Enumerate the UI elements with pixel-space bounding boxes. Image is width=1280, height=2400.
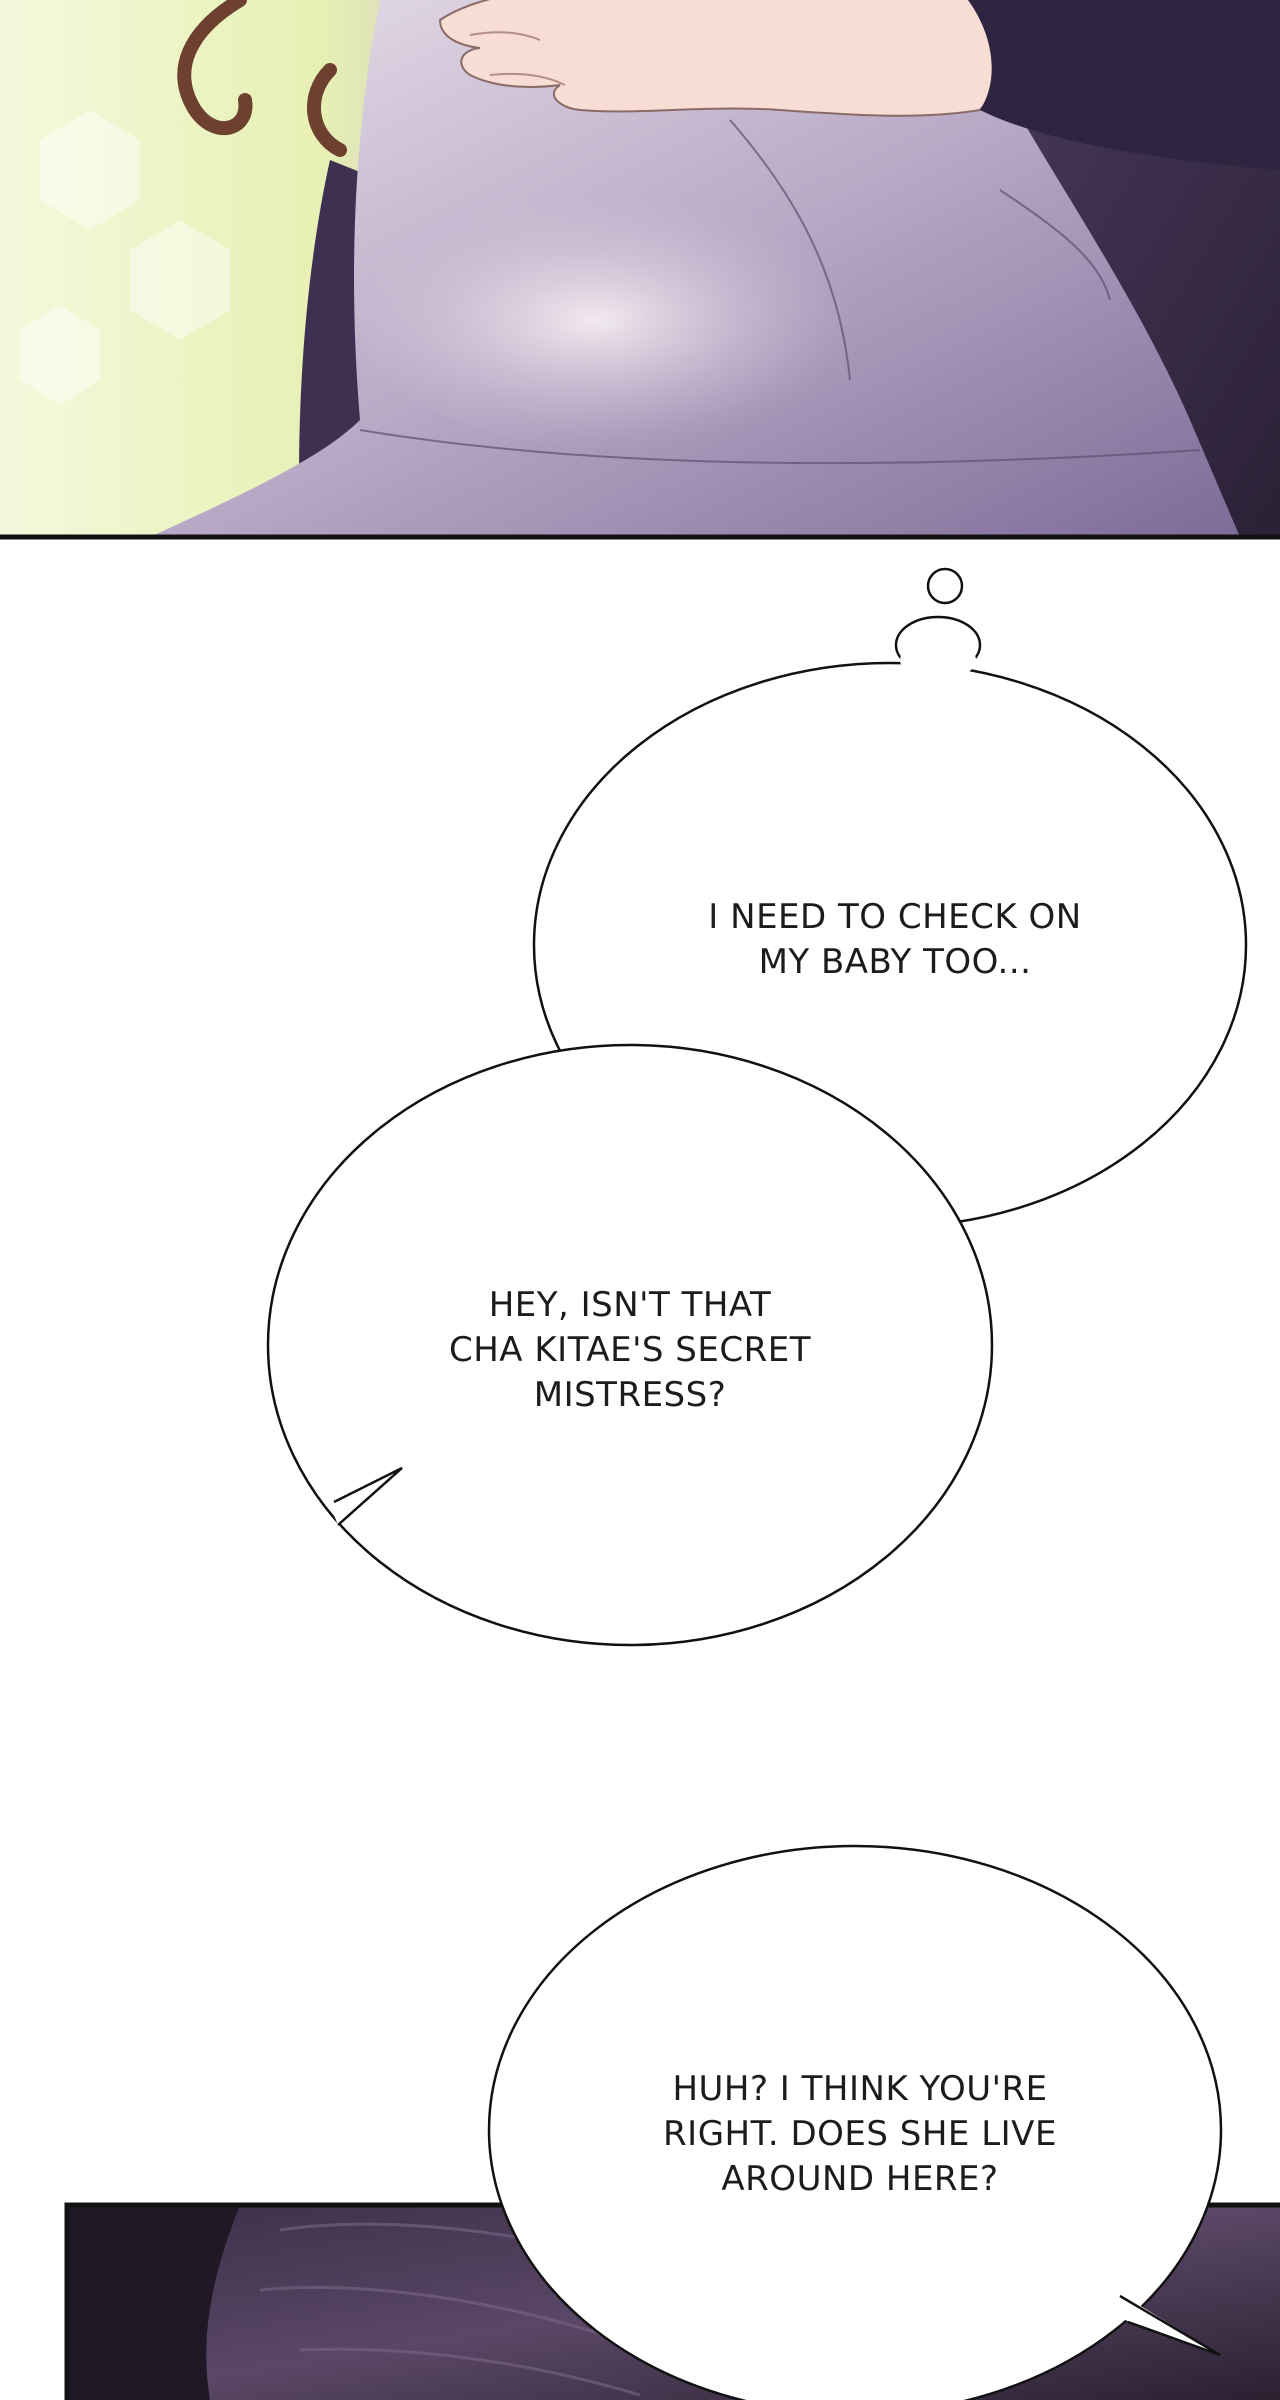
bubble-line: MY BABY TOO... (758, 942, 1032, 982)
bubble-line: I NEED TO CHECK ON (708, 897, 1082, 937)
bubble-line: CHA KITAE'S SECRET (449, 1330, 811, 1370)
bubble-line: HEY, ISN'T THAT (488, 1285, 772, 1325)
thought-bubble-text: I NEED TO CHECK ON MY BABY TOO... (640, 895, 1150, 985)
top-panel-artwork (0, 0, 1280, 537)
bubble-line: RIGHT. DOES SHE LIVE (663, 2114, 1057, 2154)
bubble-line: AROUND HERE? (721, 2159, 999, 2199)
speech-bubble-1 (266, 1043, 994, 1647)
hair-curls (177, 0, 347, 157)
bubble-line: HUH? I THINK YOU'RE (672, 2069, 1048, 2109)
speech-bubble-1-text: HEY, ISN'T THAT CHA KITAE'S SECRET MISTR… (380, 1283, 880, 1418)
speech-bubble-2 (487, 1844, 1223, 2400)
speech-bubble-2-text: HUH? I THINK YOU'RE RIGHT. DOES SHE LIVE… (600, 2067, 1120, 2202)
thought-trail-dot (926, 567, 964, 605)
bubble-line: MISTRESS? (533, 1375, 727, 1415)
